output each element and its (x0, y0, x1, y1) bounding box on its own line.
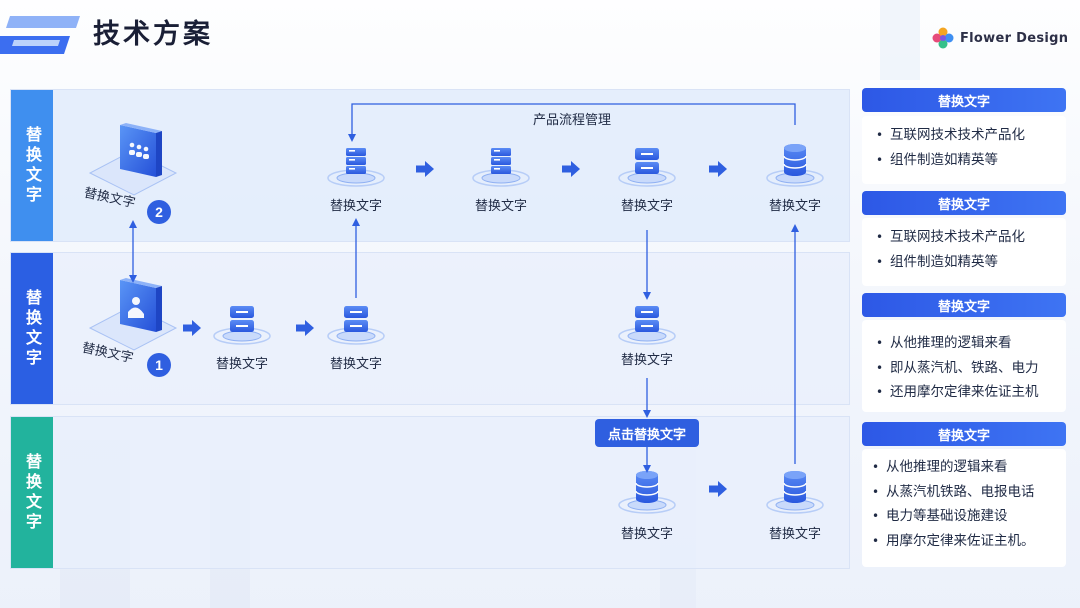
panel-2-body: 互联网技术技术产品化 组件制造如精英等 (862, 218, 1066, 286)
panel-4-item: 从他推理的逻辑来看 (862, 455, 1066, 480)
node-a4-label: 替换文字 (768, 199, 822, 214)
node-b3-server-box-icon (619, 306, 675, 344)
panel-4-item: 用摩尔定律来佐证主机。 (862, 529, 1066, 554)
node-b1-label: 替换文字 (215, 357, 269, 372)
node-a1-server-rack-icon (328, 148, 384, 186)
loop-connector (348, 103, 796, 142)
header-stripe-decoration (0, 16, 80, 54)
panel-2-item: 互联网技术技术产品化 (862, 225, 1066, 250)
panel-1-item: 组件制造如精英等 (862, 148, 1066, 173)
node-b2-server-box-icon (328, 306, 384, 344)
lane-tab-3: 替换文字 (11, 417, 53, 568)
panel-3-item: 即从蒸汽机、铁路、电力 (862, 356, 1066, 381)
badge-1: 1 (147, 353, 171, 377)
panel-3-header: 替换文字 (862, 293, 1066, 317)
flow-label: 产品流程管理 (533, 113, 612, 128)
panel-4-item: 从蒸汽机铁路、电报电话 (862, 480, 1066, 505)
node-a3-server-box-icon (619, 148, 675, 186)
node-b2-label: 替换文字 (329, 357, 383, 372)
badge-2: 2 (147, 200, 171, 224)
terminal-icon-1 (88, 278, 178, 351)
panel-2-item: 组件制造如精英等 (862, 250, 1066, 275)
terminal-icon-2 (88, 123, 178, 196)
lane-tab-2: 替换文字 (11, 253, 53, 404)
panel-1-item: 互联网技术技术产品化 (862, 123, 1066, 148)
arrow-a1-a2 (416, 161, 434, 177)
panel-4-body: 从他推理的逻辑来看 从蒸汽机铁路、电报电话 电力等基础设施建设 用摩尔定律来佐证… (862, 449, 1066, 567)
node-a2-server-rack-icon (473, 148, 529, 186)
node-a2-label: 替换文字 (474, 199, 528, 214)
panel-4-header: 替换文字 (862, 422, 1066, 446)
arrow-c1-c2 (709, 481, 727, 497)
arrow-a2-a3 (562, 161, 580, 177)
lane-tab-1: 替换文字 (11, 90, 53, 241)
badge-1-number: 1 (155, 357, 163, 373)
brand: Flower Design (932, 26, 1068, 50)
badge-2-number: 2 (155, 204, 163, 220)
action-button[interactable]: 点击替换文字 (595, 419, 699, 447)
node-c1-database-icon (619, 471, 675, 513)
lane-label-1: 替换文字 (23, 125, 42, 206)
panel-4-item: 电力等基础设施建设 (862, 504, 1066, 529)
node-c2-label: 替换文字 (768, 527, 822, 542)
node-b3-label: 替换文字 (620, 353, 674, 368)
node-b1-server-box-icon (214, 306, 270, 344)
lane-label-3: 替换文字 (23, 452, 42, 533)
node-a4-database-icon (767, 144, 823, 186)
panel-2-header: 替换文字 (862, 191, 1066, 215)
node-c2-database-icon (767, 471, 823, 513)
page-title: 技术方案 (93, 19, 213, 50)
flower-logo-icon (932, 27, 954, 49)
lane-label-2: 替换文字 (23, 288, 42, 369)
node-c1-label: 替换文字 (620, 527, 674, 542)
panel-1-body: 互联网技术技术产品化 组件制造如精英等 (862, 116, 1066, 184)
arrow-a3-a4 (709, 161, 727, 177)
brand-name: Flower Design (960, 30, 1069, 46)
panel-3-item: 还用摩尔定律来佐证主机 (862, 380, 1066, 405)
arrow-t1-b1 (183, 320, 201, 336)
panel-1-header: 替换文字 (862, 88, 1066, 112)
node-a1-label: 替换文字 (329, 199, 383, 214)
swimlane-2: 替换文字 (10, 252, 850, 405)
node-a3-label: 替换文字 (620, 199, 674, 214)
panel-3-item: 从他推理的逻辑来看 (862, 331, 1066, 356)
arrow-b1-b2 (296, 320, 314, 336)
panel-3-body: 从他推理的逻辑来看 即从蒸汽机、铁路、电力 还用摩尔定律来佐证主机 (862, 320, 1066, 412)
